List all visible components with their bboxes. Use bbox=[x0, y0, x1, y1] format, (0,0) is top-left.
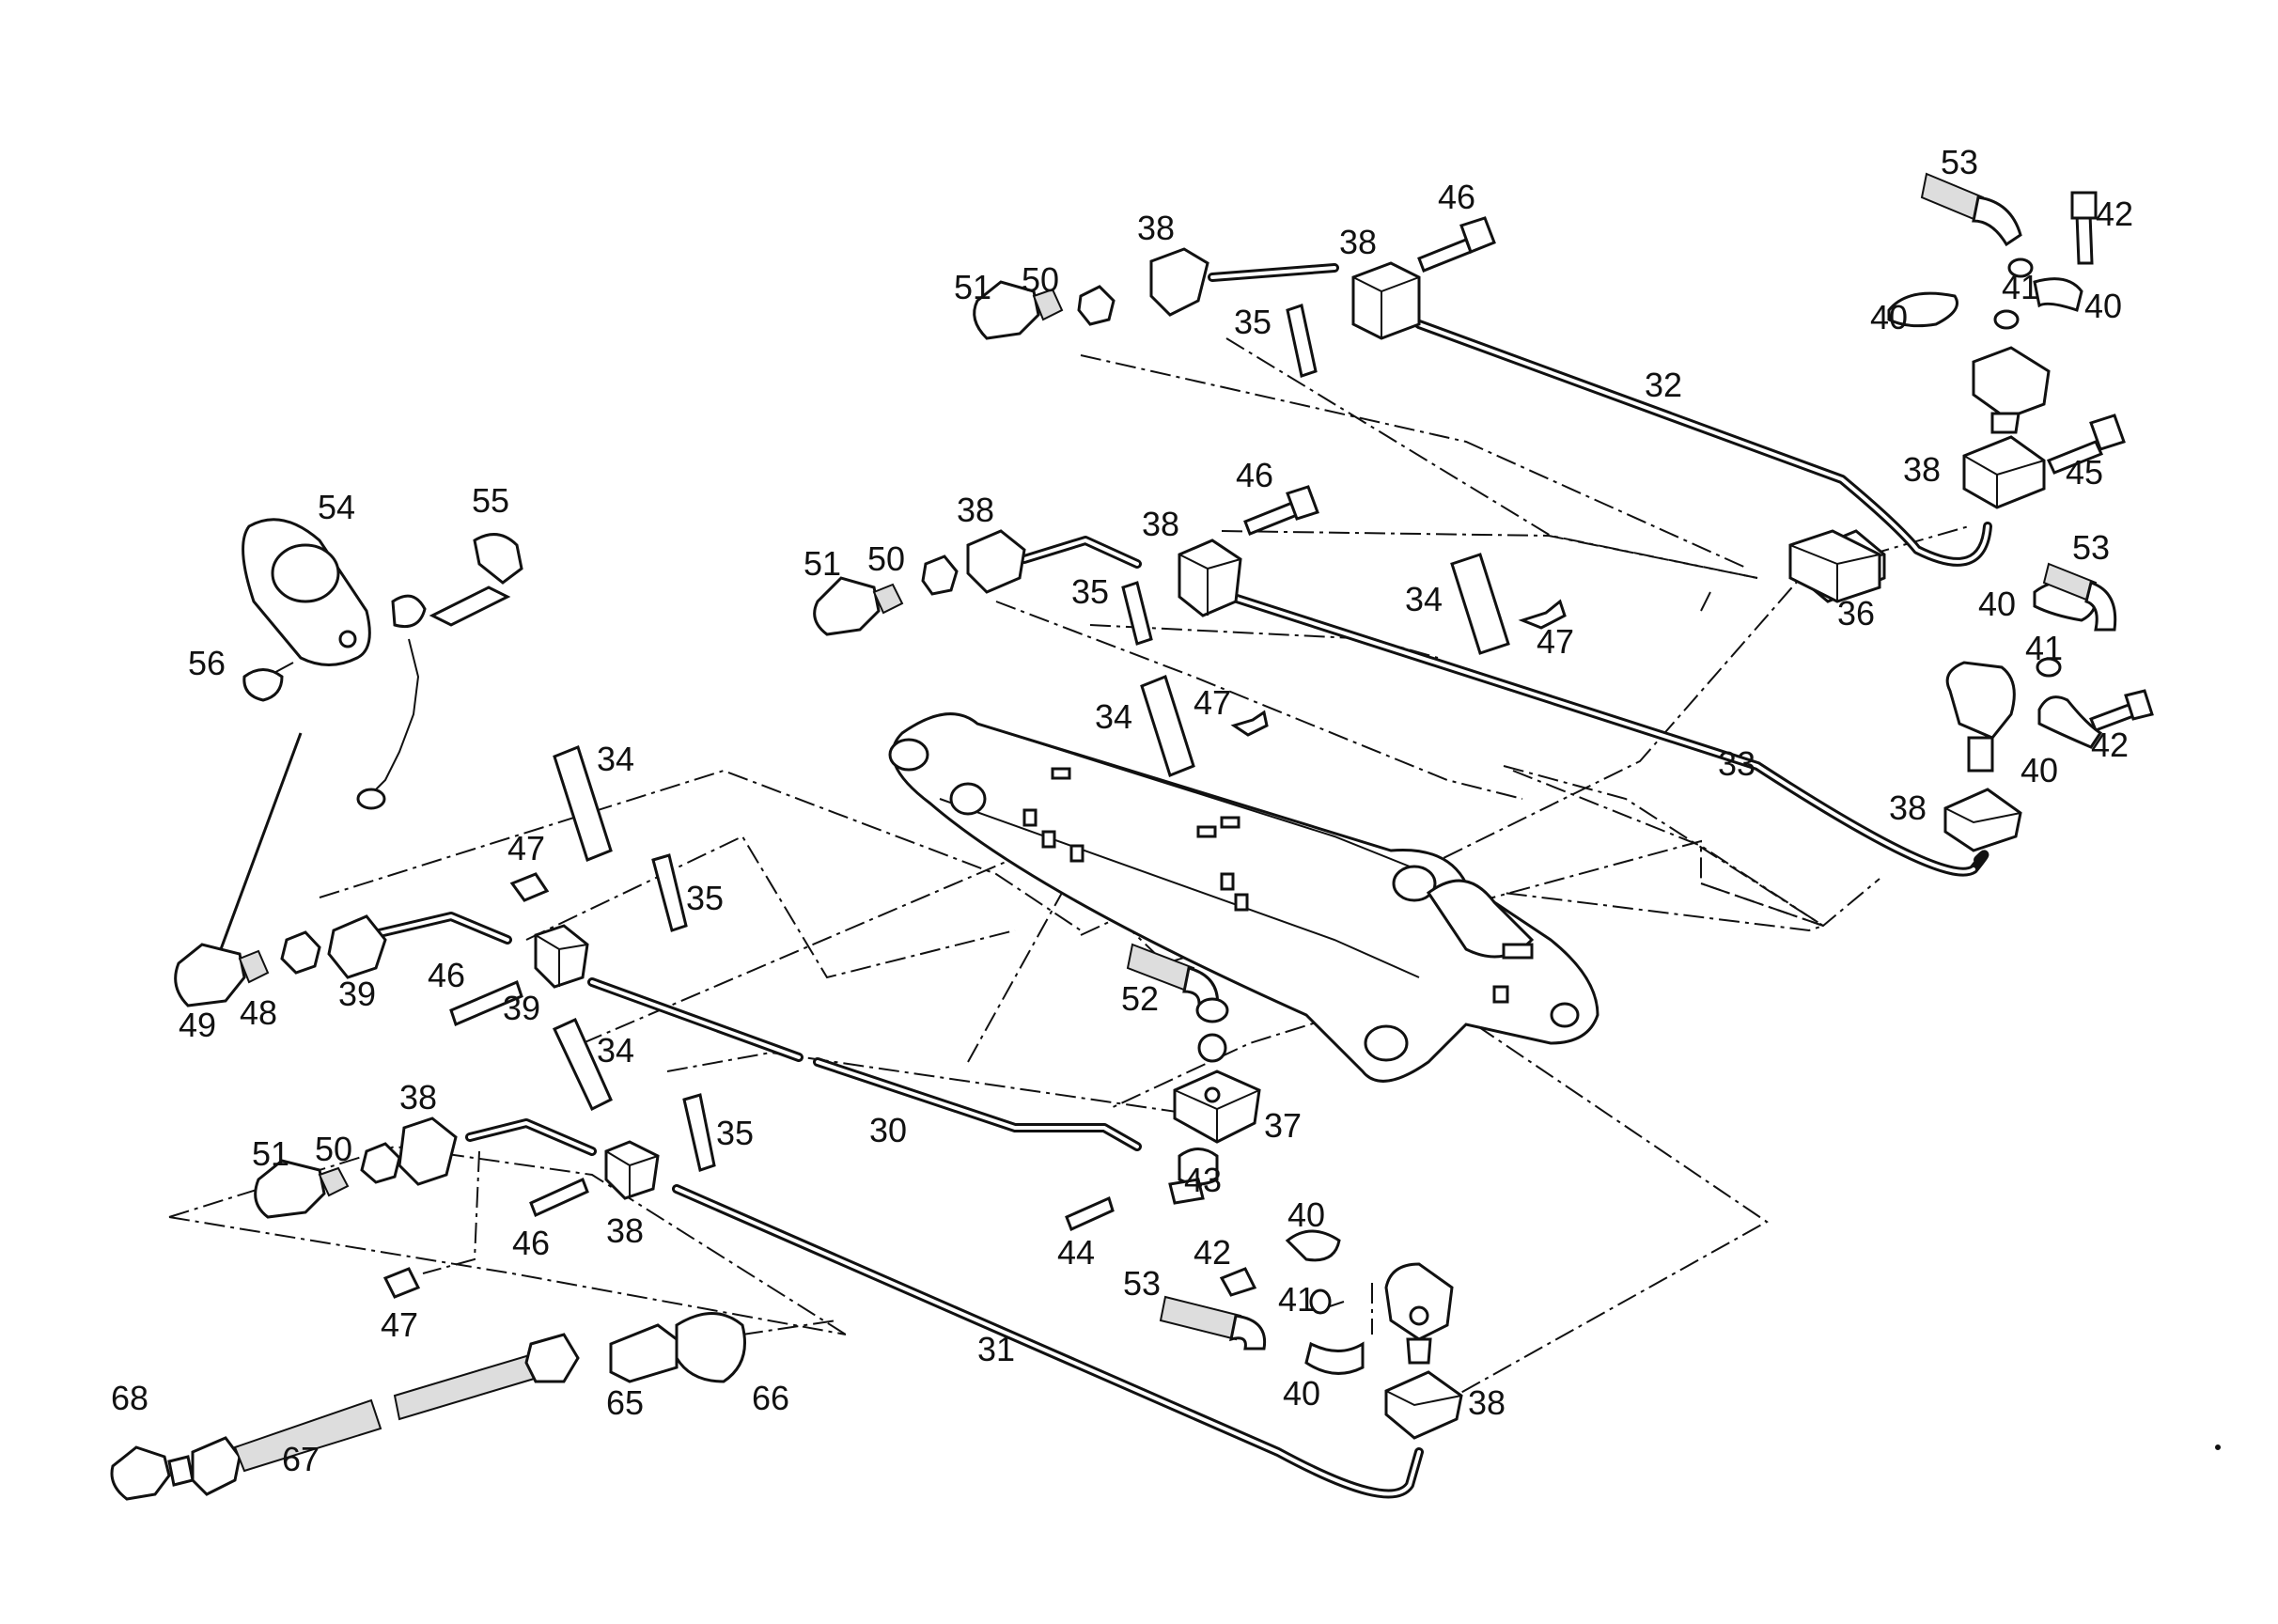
part-label: 38 bbox=[1137, 209, 1175, 247]
part-label: 40 bbox=[1283, 1374, 1320, 1413]
part-label: 66 bbox=[752, 1379, 789, 1417]
bolts bbox=[382, 191, 2154, 1299]
part-label: 40 bbox=[1287, 1195, 1325, 1234]
part-label: 34 bbox=[1095, 697, 1132, 736]
part-label: 39 bbox=[503, 989, 540, 1027]
part-label: 39 bbox=[338, 975, 376, 1013]
part-label: 41 bbox=[1278, 1280, 1316, 1319]
couplings bbox=[174, 280, 1116, 1219]
pipe-33 bbox=[1020, 536, 1989, 877]
part-label: 67 bbox=[282, 1440, 320, 1478]
part-label: 35 bbox=[716, 1114, 754, 1152]
part-label: 40 bbox=[1870, 298, 1908, 336]
part-label: 38 bbox=[399, 1078, 437, 1116]
part-label: 47 bbox=[507, 829, 545, 867]
part-label: 52 bbox=[1121, 979, 1159, 1018]
part-label: 41 bbox=[2002, 268, 2039, 306]
part-label: 48 bbox=[240, 993, 277, 1032]
part-label: 36 bbox=[1837, 594, 1875, 632]
part-label: 38 bbox=[1889, 789, 1927, 827]
hoses bbox=[1126, 172, 2117, 1351]
part-label: 54 bbox=[318, 488, 355, 526]
part-label: 44 bbox=[1057, 1233, 1095, 1272]
part-label: 53 bbox=[1941, 143, 1978, 181]
part-label: 38 bbox=[1339, 223, 1377, 261]
half-clamps bbox=[1285, 258, 2103, 1375]
part-label: 46 bbox=[428, 956, 465, 994]
part-label: 40 bbox=[1978, 585, 2016, 623]
part-label: 50 bbox=[1022, 260, 1059, 299]
part-label: 40 bbox=[2021, 751, 2058, 789]
part-label: 47 bbox=[1537, 622, 1574, 661]
pipe-30 bbox=[367, 912, 1142, 1151]
elbow-blocks bbox=[1384, 346, 2051, 1365]
part-label: 35 bbox=[686, 879, 724, 917]
part-label: 32 bbox=[1645, 366, 1682, 404]
part-label: 47 bbox=[381, 1305, 418, 1344]
part-label: 38 bbox=[1903, 450, 1941, 489]
part-label: 50 bbox=[315, 1130, 352, 1168]
part-label: 38 bbox=[957, 491, 994, 529]
part-label: 33 bbox=[1718, 744, 1755, 783]
hose-assembly bbox=[110, 1312, 746, 1501]
part-label: 50 bbox=[867, 539, 905, 578]
stray-dot bbox=[2215, 1444, 2221, 1450]
part-label: 55 bbox=[472, 481, 509, 520]
straps bbox=[552, 304, 1510, 1172]
part-label: 38 bbox=[1142, 505, 1179, 543]
part-label: 65 bbox=[606, 1383, 644, 1422]
part-label: 38 bbox=[1468, 1383, 1506, 1422]
part-label: 42 bbox=[2091, 726, 2129, 764]
part-label: 53 bbox=[2072, 528, 2110, 567]
part-label: 49 bbox=[179, 1006, 216, 1044]
part-label: 51 bbox=[252, 1134, 289, 1173]
part-label: 35 bbox=[1234, 303, 1272, 341]
part-label: 34 bbox=[597, 740, 634, 778]
part-label: 34 bbox=[1405, 580, 1443, 618]
part-label: 43 bbox=[1184, 1161, 1222, 1199]
part-label: 68 bbox=[111, 1379, 148, 1417]
part-label: 46 bbox=[1236, 456, 1273, 494]
part-label: 51 bbox=[954, 268, 991, 306]
block-36 bbox=[1788, 529, 1881, 603]
part-label: 53 bbox=[1123, 1264, 1161, 1303]
part-label: 47 bbox=[1194, 683, 1231, 722]
part-label: 45 bbox=[2066, 453, 2103, 492]
part-label: 56 bbox=[188, 644, 226, 682]
part-label: 42 bbox=[1194, 1233, 1231, 1272]
part-labels: 53 42 41 40 40 46 38 38 51 50 35 32 38 4… bbox=[111, 143, 2133, 1478]
part-label: 40 bbox=[2084, 287, 2122, 325]
part-label: 34 bbox=[597, 1031, 634, 1070]
part-label: 42 bbox=[2096, 195, 2133, 233]
part-label: 31 bbox=[977, 1330, 1015, 1368]
pipe-31 bbox=[465, 1118, 1424, 1499]
flange-assembly bbox=[242, 518, 523, 810]
part-label: 37 bbox=[1264, 1106, 1302, 1145]
bracket-37 bbox=[1168, 1070, 1261, 1205]
part-label: 35 bbox=[1071, 572, 1109, 611]
part-label: 51 bbox=[804, 544, 841, 583]
part-label: 41 bbox=[2025, 629, 2063, 667]
small-fittings bbox=[1022, 808, 1249, 912]
pipe-32 bbox=[1208, 263, 1992, 567]
part-label: 30 bbox=[869, 1111, 907, 1149]
part-label: 46 bbox=[512, 1224, 550, 1262]
part-label: 38 bbox=[606, 1211, 644, 1250]
part-label: 46 bbox=[1438, 178, 1475, 216]
